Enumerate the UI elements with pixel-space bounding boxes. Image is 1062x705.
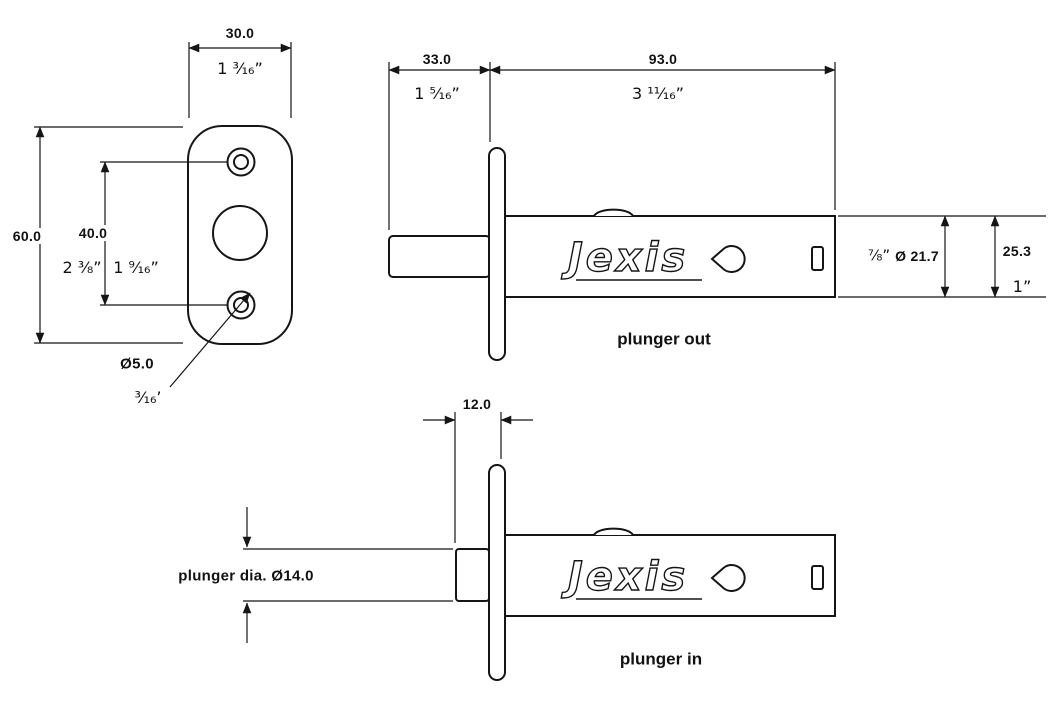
faceplate-flange-out [488, 147, 506, 361]
body-dia-inch: ⁷⁄₈” [867, 246, 891, 265]
hole-dia-mm: Ø5.0 [120, 355, 154, 373]
bolt-body-out [504, 215, 836, 298]
brand-logo-text-in: Jexis [561, 554, 688, 600]
plunger-in-dimension-lines [242, 412, 533, 643]
retainer-slot-out [811, 246, 824, 271]
hole-dia-leader-line [169, 292, 251, 388]
body-dia-mm: Ø 21.7 [895, 248, 939, 264]
plunger-protrusion-inch: 1 ⁵⁄₁₆” [414, 84, 460, 103]
bolt-body-in [504, 534, 836, 617]
faceplate-height-inch: 2 ³⁄₈” [62, 258, 102, 277]
overall-height-inch: 1” [1012, 277, 1032, 296]
body-length-mm: 93.0 [648, 51, 678, 67]
plunger-out-caption: plunger out [617, 329, 711, 349]
detent-bump-in [593, 527, 634, 536]
plunger-rod-in [455, 548, 490, 602]
plunger-in-protrusion-mm: 12.0 [462, 396, 492, 412]
hole-spacing-mm: 40.0 [75, 225, 111, 241]
hole-dia-inch: ³⁄₁₆’ [134, 388, 162, 407]
plunger-out-dimension-lines [388, 62, 1046, 298]
plunger-in-caption: plunger in [619, 649, 703, 669]
brand-logo-text: Jexis [561, 235, 688, 281]
brand-drop-icon [710, 245, 746, 273]
faceplate-flange-in [488, 464, 506, 681]
hole-spacing-inch: 1 ⁹⁄₁₆” [113, 258, 159, 277]
faceplate-width-mm: 30.0 [225, 25, 255, 41]
bolt-hole-center [212, 205, 268, 261]
screw-hole-top-inner [233, 154, 249, 170]
overall-height-mm: 25.3 [1002, 243, 1032, 259]
plunger-in-view: Jexis [242, 412, 836, 681]
faceplate-view [34, 42, 293, 388]
brand-drop-icon-in [710, 564, 746, 592]
plunger-rod-out [388, 235, 491, 278]
faceplate-width-inch: 1 ³⁄₁₆” [217, 59, 263, 78]
detent-bump-out [593, 208, 634, 217]
plunger-dia-label: plunger dia. Ø14.0 [175, 567, 317, 585]
plunger-out-view: Jexis [388, 62, 1046, 361]
body-length-inch: 3 ¹¹⁄₁₆” [632, 84, 684, 103]
faceplate-height-mm: 60.0 [9, 228, 45, 244]
retainer-slot-in [811, 565, 824, 590]
plunger-protrusion-mm: 33.0 [422, 51, 452, 67]
